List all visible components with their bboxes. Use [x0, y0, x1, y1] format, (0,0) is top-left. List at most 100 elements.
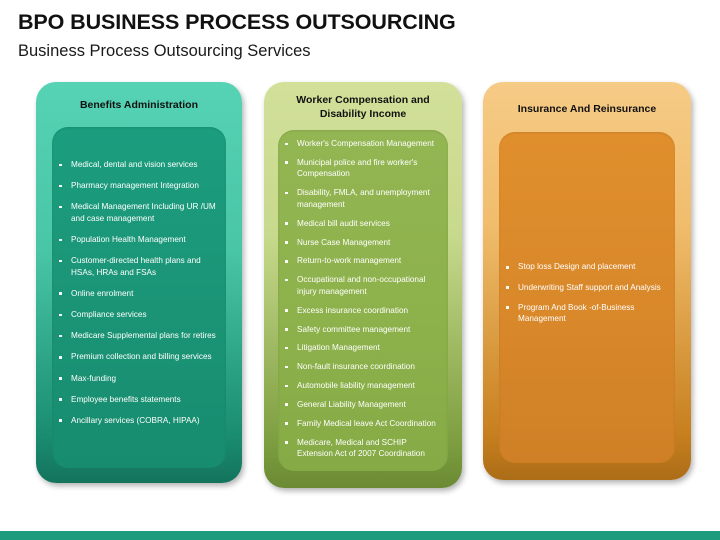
bullet-icon [59, 259, 62, 263]
list-item: Disability, FMLA, and unemployment manag… [278, 187, 448, 210]
list-item: Customer-directed health plans and HSAs,… [52, 255, 226, 278]
list-item-label: Excess insurance coordination [297, 305, 409, 315]
list-item: Population Health Management [52, 234, 226, 246]
list-item-label: Max-funding [71, 373, 117, 383]
bullet-icon [59, 377, 62, 380]
bullet-icon [285, 422, 288, 425]
bullet-icon [59, 355, 62, 359]
list-item: Medicare, Medical and SCHIP Extension Ac… [278, 437, 448, 460]
list-item: Compliance services [52, 309, 226, 321]
list-item: Pharmacy management Integration [52, 180, 226, 192]
card-title-benefits-administration: Benefits Administration [79, 99, 199, 111]
list-item: Underwriting Staff support and Analysis [499, 282, 675, 294]
bullet-icon [285, 309, 288, 312]
list-item-label: Return-to-work management [297, 256, 402, 266]
page-subtitle: Business Process Outsourcing Services [18, 41, 311, 60]
list-item: Employee benefits statements [52, 394, 226, 406]
list-item-label: Medicare, Medical and SCHIP Extension Ac… [297, 437, 425, 459]
bullet-icon [285, 441, 288, 444]
bullet-icon [285, 403, 288, 406]
list-item-label: Nurse Case Management [297, 237, 391, 247]
list-item-label: Stop loss Design and placement [518, 262, 636, 272]
service-list-insurance-and-reinsurance: Stop loss Design and placement Underwrit… [499, 261, 675, 333]
list-item: Medical bill audit services [278, 218, 448, 230]
list-item-label: Premium collection and billing services [71, 352, 212, 362]
list-item-label: Medical bill audit services [297, 218, 390, 228]
list-item-label: Disability, FMLA, and unemployment manag… [297, 188, 430, 209]
list-item-label: Pharmacy management Integration [71, 181, 199, 191]
card-title-worker-compensation: Worker Compensation and Disability Incom… [296, 94, 430, 120]
list-item: Municipal police and fire worker's Compe… [278, 157, 448, 180]
bullet-icon [59, 334, 62, 338]
list-item: Litigation Management [278, 342, 448, 354]
bullet-icon [59, 398, 62, 401]
card-title-insurance-and-reinsurance: Insurance And Reinsurance [517, 103, 657, 115]
list-item-label: Compliance services [71, 310, 147, 320]
bullet-icon [59, 184, 62, 188]
bullet-icon [59, 205, 62, 209]
list-item: Medicare Supplemental plans for retires [52, 330, 226, 342]
list-item-label: Program And Book -of-Business Management [518, 302, 635, 324]
list-item-label: Medical, dental and vision services [71, 160, 198, 169]
list-item-label: Occupational and non-occupational injury… [297, 275, 426, 296]
list-item: Non-fault insurance coordination [278, 361, 448, 373]
page-title: BPO BUSINESS PROCESS OUTSOURCING [18, 10, 456, 34]
bullet-icon [285, 278, 288, 282]
bullet-icon [59, 163, 62, 167]
card-worker-compensation[interactable]: Worker Compensation and Disability Incom… [264, 82, 462, 488]
list-item-label: Customer-directed health plans and HSAs,… [71, 256, 201, 277]
list-item-label: Online enrolment [71, 288, 134, 298]
list-item-label: General Liability Management [297, 399, 406, 409]
list-item: Worker's Compensation Management [278, 138, 448, 150]
list-item: Return-to-work management [278, 255, 448, 267]
list-item: Excess insurance coordination [278, 305, 448, 317]
list-item: Medical Management Including UR /UM and … [52, 201, 226, 224]
bullet-icon [285, 328, 288, 331]
card-benefits-administration[interactable]: Benefits Administration Medical, dental … [36, 82, 242, 483]
service-list-worker-compensation: Worker's Compensation Management Municip… [278, 138, 448, 460]
bullet-icon [59, 419, 62, 422]
panel-benefits-administration: Medical, dental and vision services Phar… [52, 127, 226, 468]
panel-worker-compensation: Worker's Compensation Management Municip… [278, 130, 448, 471]
list-item-label: Employee benefits statements [71, 394, 181, 404]
list-item: Ancillary services (COBRA, HIPAA) [52, 415, 226, 427]
slide-header: BPO BUSINESS PROCESS OUTSOURCING Busines… [18, 10, 698, 61]
list-item-label: Population Health Management [71, 235, 186, 245]
bullet-icon [285, 142, 288, 146]
list-item: Automobile liability management [278, 380, 448, 392]
list-item-label: Safety committee management [297, 324, 411, 334]
list-item-label: Medical Management Including UR /UM and … [71, 202, 216, 223]
list-item: Nurse Case Management [278, 237, 448, 249]
bullet-icon [59, 238, 62, 242]
bullet-icon [285, 222, 288, 225]
bullet-icon [285, 191, 288, 195]
list-item-label: Municipal police and fire worker's Compe… [297, 157, 418, 179]
bullet-icon [285, 259, 288, 263]
bullet-icon [506, 286, 509, 289]
bullet-icon [506, 265, 509, 269]
list-item: General Liability Management [278, 399, 448, 411]
bullet-icon [285, 346, 288, 350]
bullet-icon [285, 384, 288, 388]
list-item-label: Non-fault insurance coordination [297, 362, 415, 372]
service-list-benefits-administration: Medical, dental and vision services Phar… [52, 159, 226, 426]
list-item: Safety committee management [278, 324, 448, 336]
list-item: Occupational and non-occupational injury… [278, 274, 448, 297]
bullet-icon [285, 365, 288, 369]
bullet-icon [285, 161, 288, 164]
list-item-label: Medicare Supplemental plans for retires [71, 331, 216, 341]
bullet-icon [59, 292, 62, 296]
list-item-label: Automobile liability management [297, 381, 415, 391]
list-item: Program And Book -of-Business Management [499, 302, 675, 325]
list-item-label: Worker's Compensation Management [297, 139, 435, 148]
list-item-label: Ancillary services (COBRA, HIPAA) [71, 415, 200, 425]
bullet-icon [506, 306, 509, 309]
list-item-label: Family Medical leave Act Coordination [297, 418, 436, 428]
list-item: Premium collection and billing services [52, 351, 226, 363]
list-item: Family Medical leave Act Coordination [278, 418, 448, 430]
card-insurance-and-reinsurance[interactable]: Insurance And Reinsurance Stop loss Desi… [483, 82, 691, 480]
list-item: Online enrolment [52, 288, 226, 300]
footer-accent-bar [0, 531, 720, 540]
list-item: Medical, dental and vision services [52, 159, 226, 171]
bullet-icon [59, 313, 62, 317]
